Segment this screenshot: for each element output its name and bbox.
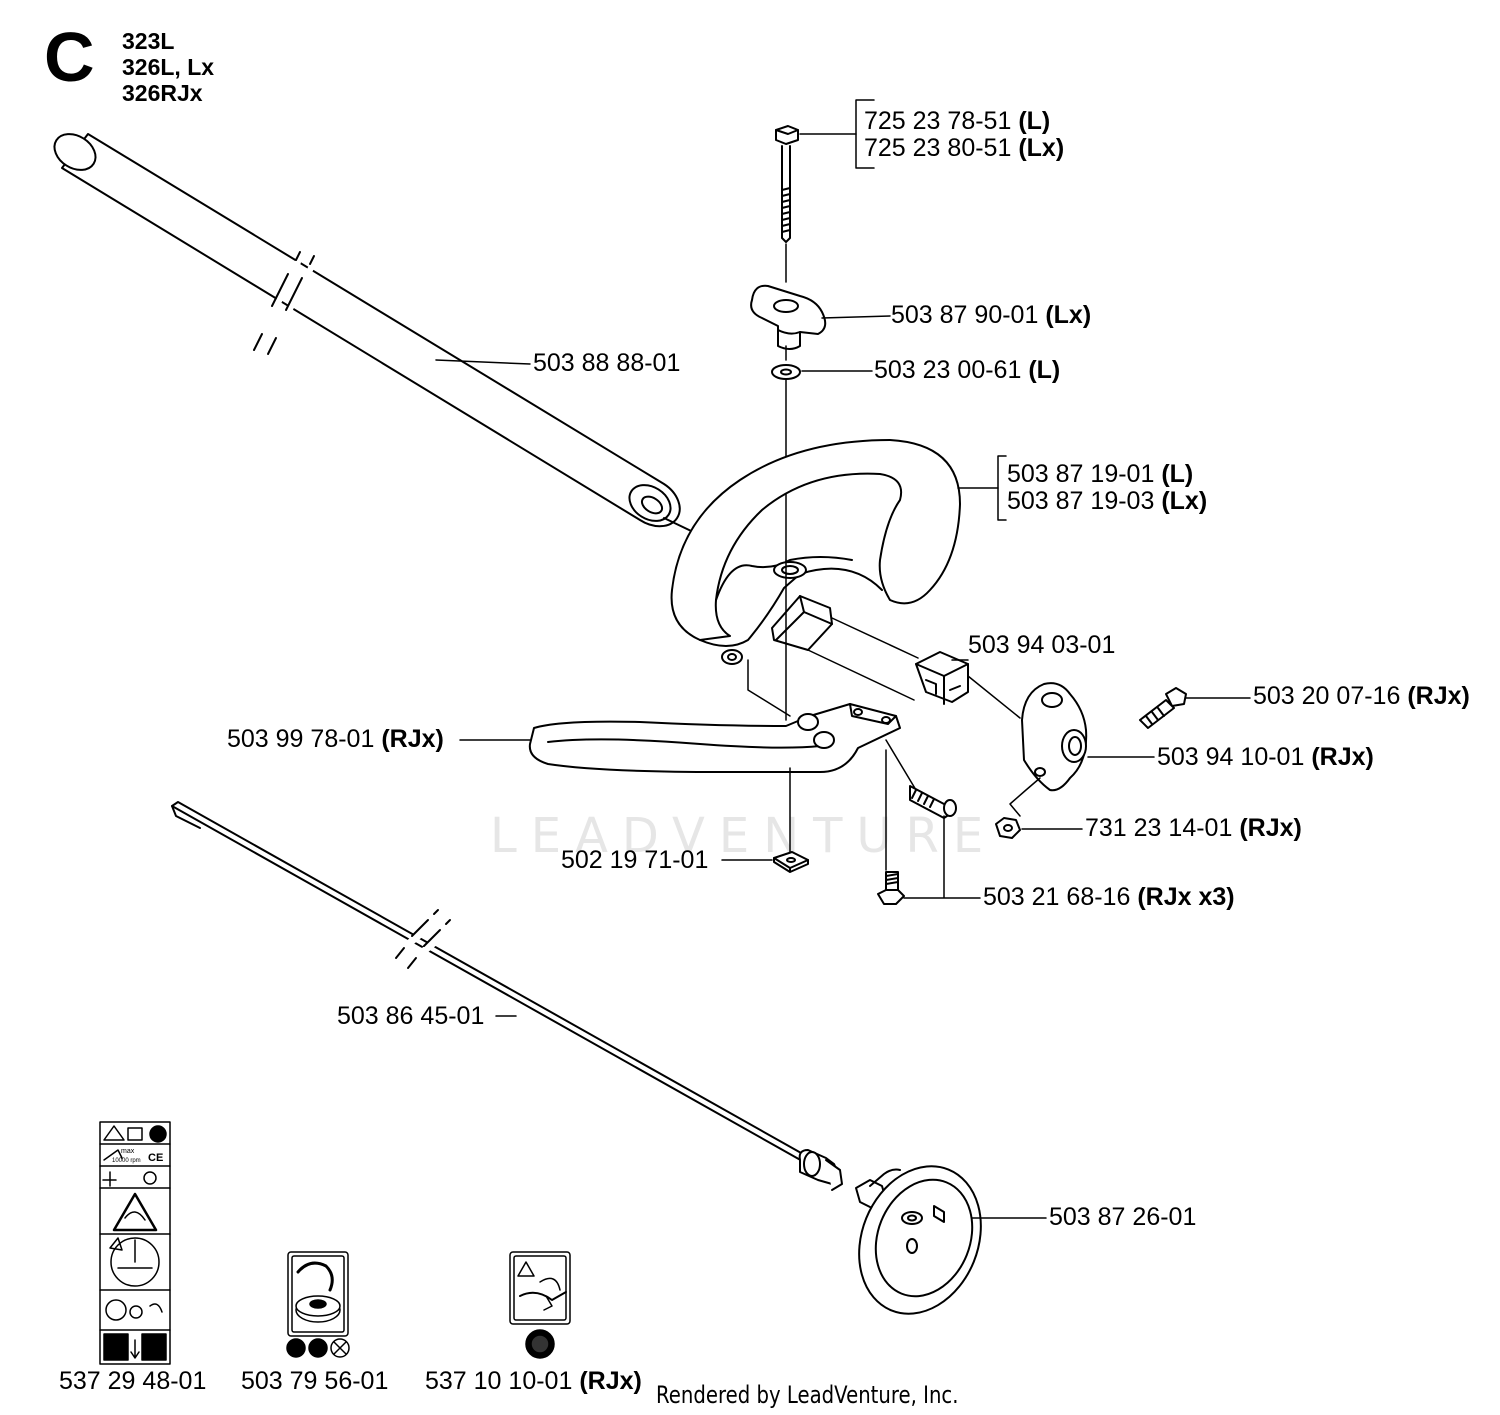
footer-credit: Rendered by LeadVenture, Inc. <box>656 1381 959 1409</box>
part-label-loop-handle-l: 503 87 19-01 (L) <box>1007 461 1193 488</box>
part-number: 503 87 90-01 <box>891 301 1039 329</box>
part-suffix: (L) <box>1018 107 1051 135</box>
clamp-block-drawing <box>915 651 1021 719</box>
part-number: 503 87 19-03 <box>1007 487 1155 515</box>
model-name: 326L, Lx <box>122 54 215 80</box>
part-label-handle-rjx: 503 99 78-01 (RJx) <box>227 726 444 753</box>
part-number: 503 87 26-01 <box>1049 1203 1197 1231</box>
part-suffix: (Lx) <box>1045 301 1092 329</box>
part-label-decal-3: 537 10 10-01 (RJx) <box>425 1368 642 1395</box>
rjx-handle-drawing <box>459 559 917 853</box>
part-suffix: (RJx) <box>1311 743 1374 771</box>
part-number: 503 88 88-01 <box>533 349 681 377</box>
part-label-screw-rjx: 503 20 07-16 (RJx) <box>1253 683 1470 710</box>
nut-drawing <box>995 817 1083 839</box>
part-label-clamp-rjx: 503 94 10-01 (RJx) <box>1157 744 1374 771</box>
part-number: 503 99 78-01 <box>227 725 375 753</box>
decal-rpm-text: 10000 rpm <box>112 1158 141 1164</box>
part-suffix: (RJx x3) <box>1137 883 1235 911</box>
watermark: LEADVENTURE <box>490 808 998 864</box>
part-suffix: (L) <box>1161 460 1194 488</box>
part-number: 503 79 56-01 <box>241 1367 389 1395</box>
part-suffix: (Lx) <box>1161 487 1208 515</box>
part-number: 503 21 68-16 <box>983 883 1131 911</box>
part-number: 502 19 71-01 <box>561 846 709 874</box>
drive-shaft-drawing <box>171 801 843 1191</box>
part-suffix: (L) <box>1028 356 1061 384</box>
part-number: 503 86 45-01 <box>337 1002 485 1030</box>
wing-knob-drawing <box>750 284 891 361</box>
model-name: 326RJx <box>122 80 203 106</box>
part-label-bolt: 725 23 78-51 (L) <box>864 108 1050 135</box>
part-label-loop-handle-lx: 503 87 19-03 (Lx) <box>1007 488 1207 515</box>
part-suffix: (RJx) <box>579 1367 642 1395</box>
section-letter: C <box>44 18 95 96</box>
part-suffix: (RJx) <box>381 725 444 753</box>
part-label-decal-1: 537 29 48-01 <box>59 1368 206 1395</box>
part-number: 731 23 14-01 <box>1085 814 1233 842</box>
bolt-drawing <box>775 99 875 283</box>
clutch-drum-drawing <box>855 1165 1047 1315</box>
part-suffix: (RJx) <box>1407 682 1470 710</box>
part-label-screws-rjx3: 503 21 68-16 (RJx x3) <box>983 884 1235 911</box>
rjx-screw-drawing <box>1139 687 1251 729</box>
decal-max-text: max <box>121 1148 135 1155</box>
part-number: 537 10 10-01 <box>425 1367 573 1395</box>
model-list: 323L 326L, Lx 326RJx <box>122 28 214 106</box>
part-suffix: (Lx) <box>1018 134 1065 162</box>
part-label-decal-2: 503 79 56-01 <box>241 1368 388 1395</box>
part-label-nut-rjx: 731 23 14-01 (RJx) <box>1085 815 1302 842</box>
loop-handle-drawing <box>670 439 1007 701</box>
part-number: 725 23 80-51 <box>864 134 1012 162</box>
shaft-tube-drawing <box>53 133 711 541</box>
part-number: 503 94 03-01 <box>968 631 1116 659</box>
part-number: 537 29 48-01 <box>59 1367 207 1395</box>
part-number: 503 94 10-01 <box>1157 743 1305 771</box>
part-label-shaft-tube: 503 88 88-01 <box>533 350 680 377</box>
square-nut-drawing <box>721 851 809 873</box>
part-label-wing-knob: 503 87 90-01 (Lx) <box>891 302 1091 329</box>
part-label-drive-shaft: 503 86 45-01 <box>337 1003 484 1030</box>
part-suffix: (RJx) <box>1239 814 1302 842</box>
screws-drawing <box>877 749 981 905</box>
decal-handle-warning <box>509 1251 571 1359</box>
part-label-clutch-drum: 503 87 26-01 <box>1049 1204 1196 1231</box>
decal-trimmer-head <box>286 1251 350 1358</box>
part-number: 725 23 78-51 <box>864 107 1012 135</box>
part-number: 503 20 07-16 <box>1253 682 1401 710</box>
decal-ce-mark: CE <box>148 1152 163 1164</box>
decal-warning-strip <box>99 1121 171 1365</box>
part-label-washer: 503 23 00-61 (L) <box>874 357 1060 384</box>
rjx-clamp-drawing <box>1009 682 1155 817</box>
part-label-bolt-lx: 725 23 80-51 (Lx) <box>864 135 1064 162</box>
part-number: 503 23 00-61 <box>874 356 1022 384</box>
part-label-square-nut: 502 19 71-01 <box>561 847 708 874</box>
model-name: 323L <box>122 28 175 54</box>
part-number: 503 87 19-01 <box>1007 460 1155 488</box>
part-label-clamp-block: 503 94 03-01 <box>968 632 1115 659</box>
